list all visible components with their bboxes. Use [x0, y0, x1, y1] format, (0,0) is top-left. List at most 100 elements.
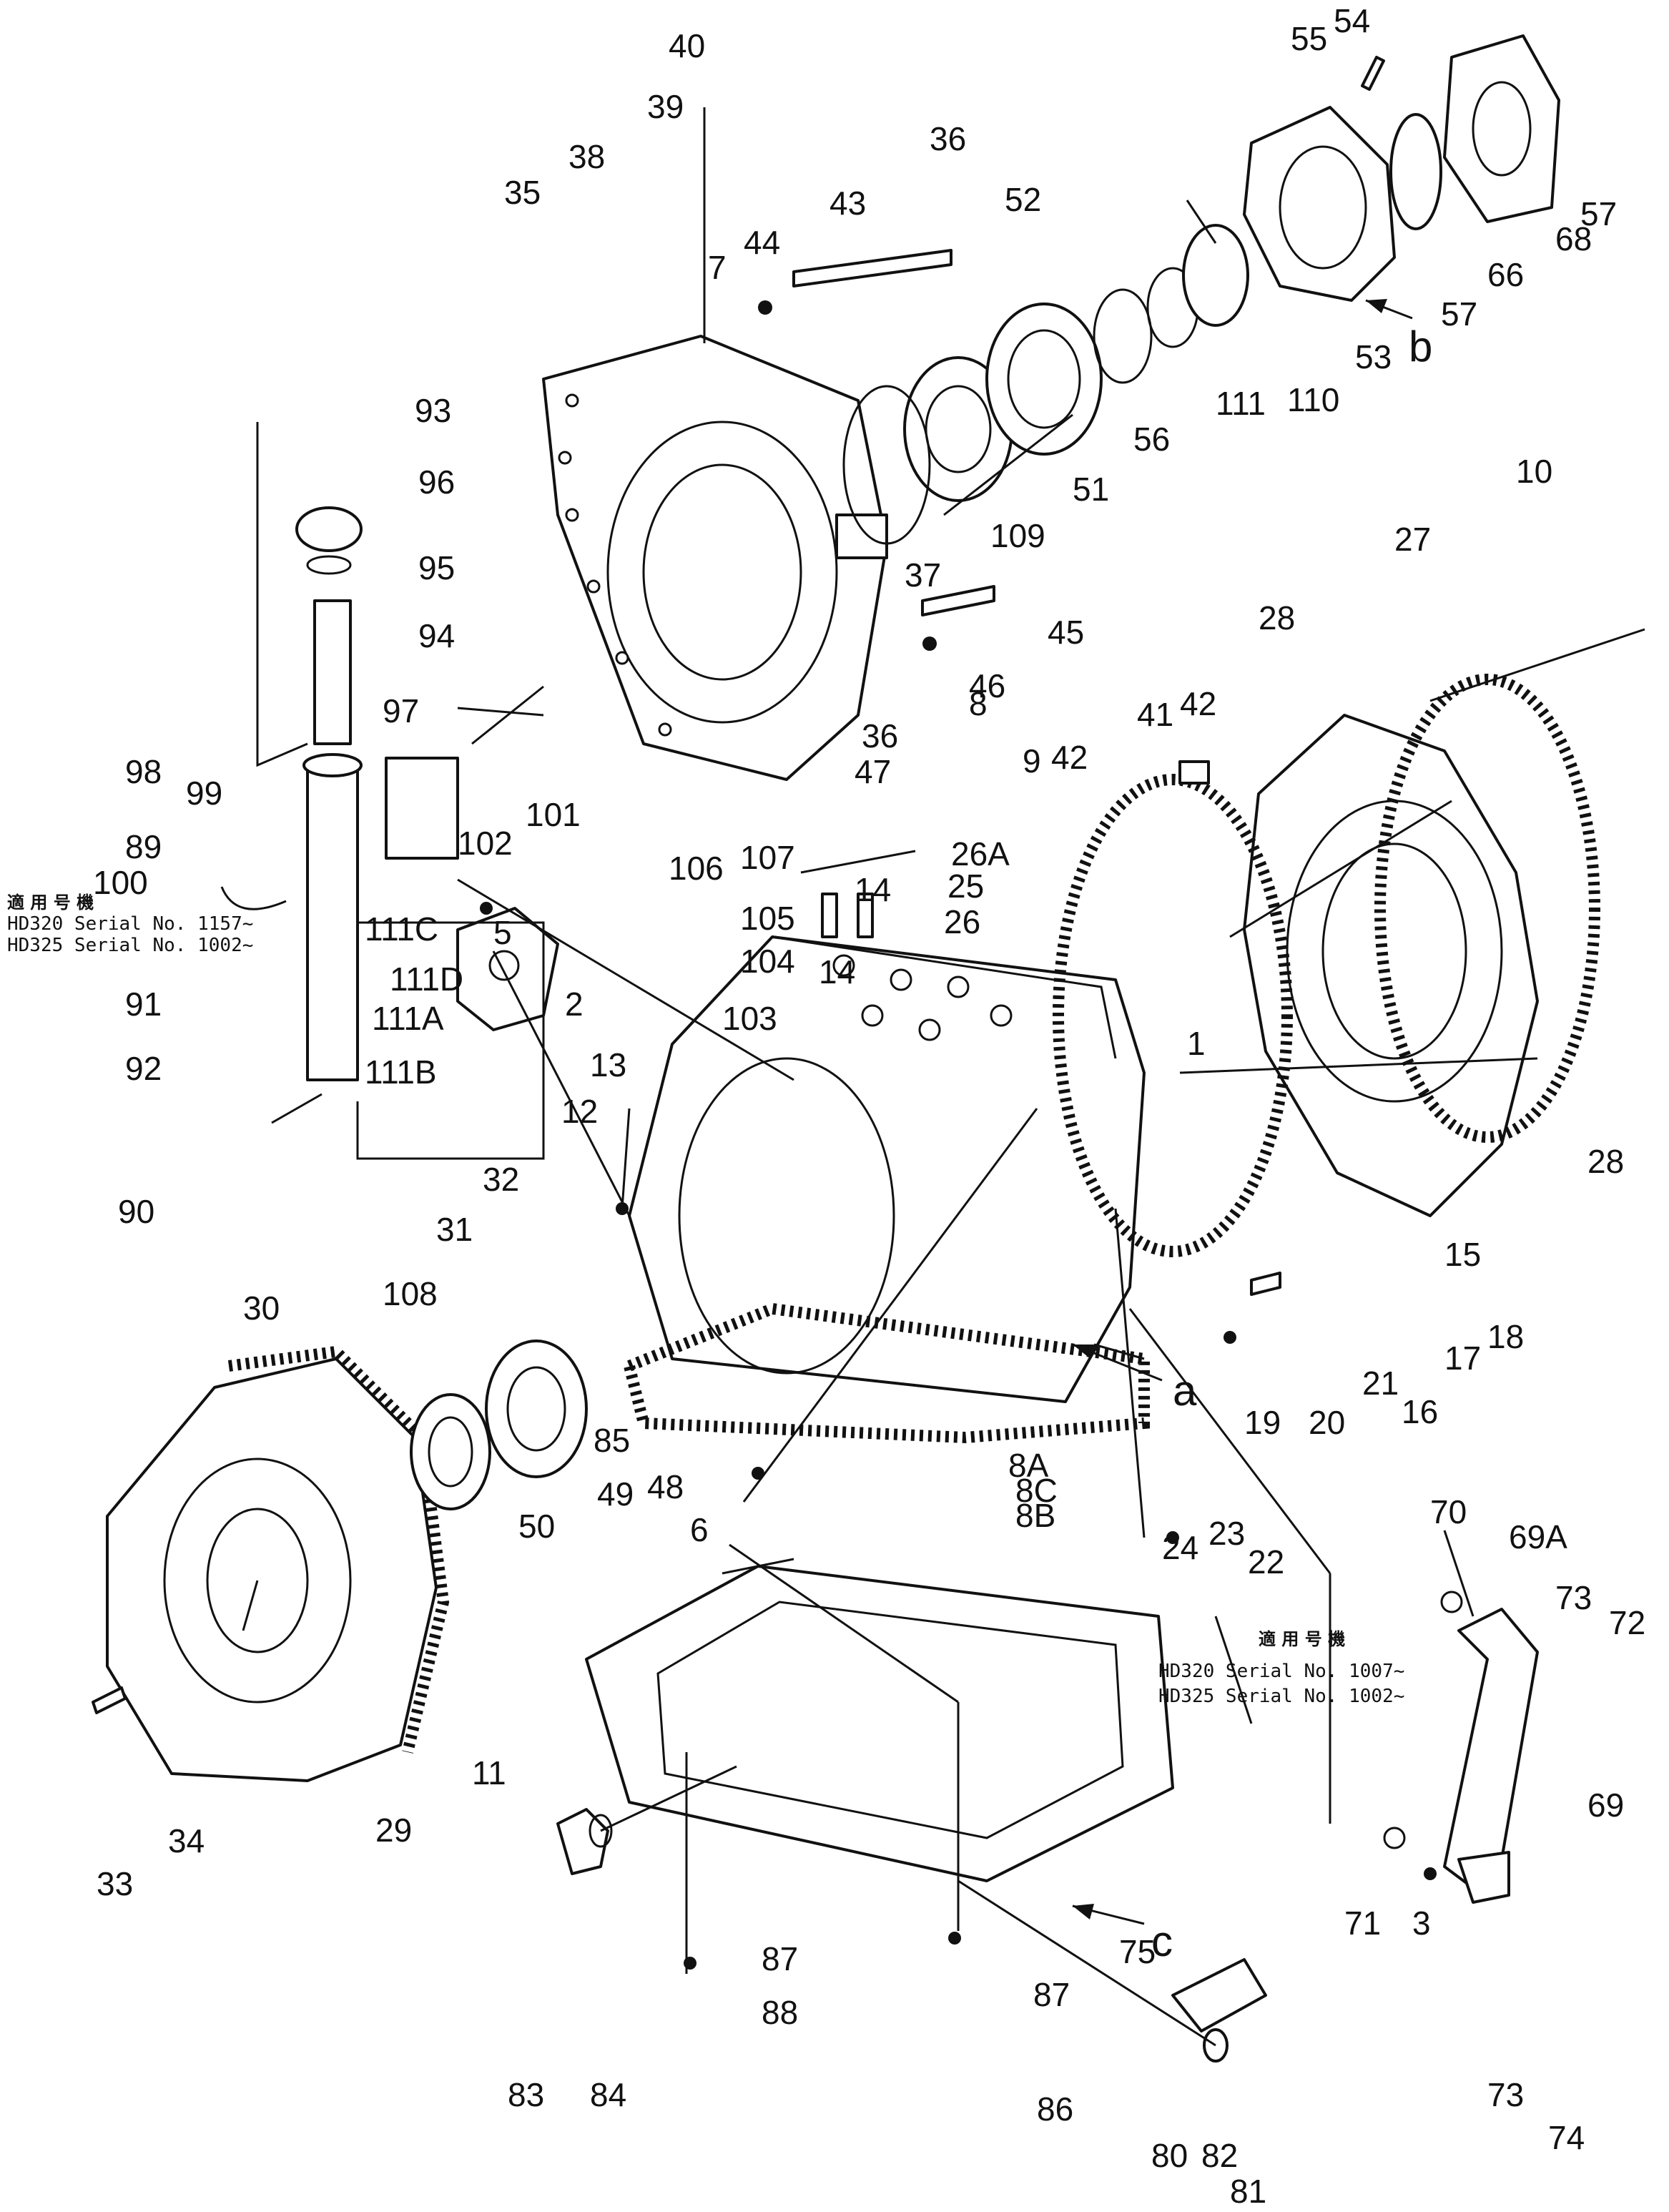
note-line: HD325 Serial No. 1002~ — [7, 935, 253, 956]
fasteners — [92, 56, 1437, 1970]
callout-label: 31 — [436, 1211, 473, 1248]
callout-label: 72 — [1609, 1604, 1645, 1641]
callout-label: 38 — [568, 138, 605, 175]
main-transmission-case — [628, 935, 1146, 1403]
callout-label: 3 — [1412, 1904, 1431, 1942]
callout-label: 88 — [762, 1994, 798, 2031]
callout-label: 36 — [862, 717, 898, 754]
callout-label: 28 — [1259, 599, 1295, 636]
callout-label: 46 — [969, 667, 1005, 704]
callout-label: 70 — [1430, 1493, 1467, 1530]
callout-label: 87 — [1033, 1976, 1070, 2013]
callout-label: 73 — [1555, 1579, 1592, 1616]
front-housing — [542, 335, 888, 781]
view-markers: a b c — [1072, 299, 1432, 1965]
callout-label: 98 — [125, 753, 162, 790]
view-marker-b: b — [1409, 323, 1432, 370]
note-line: HD325 Serial No. 1002~ — [1158, 1686, 1404, 1707]
callout-label: 40 — [669, 27, 705, 64]
callout-label: 33 — [97, 1865, 133, 1902]
callout-label: 57 — [1580, 195, 1617, 232]
callout-label: 45 — [1048, 614, 1084, 651]
leader-lines — [242, 107, 1645, 2047]
callout-label: 71 — [1344, 1904, 1381, 1942]
callout-label: 47 — [855, 753, 891, 790]
callout-label: 91 — [125, 985, 162, 1023]
callout-label: 23 — [1208, 1515, 1245, 1552]
note-line: HD320 Serial No. 1157~ — [7, 913, 253, 935]
callout-label: 89 — [125, 828, 162, 865]
callout-label: 103 — [722, 1000, 777, 1037]
callout-label: 43 — [829, 185, 866, 222]
callout-label: 32 — [483, 1161, 519, 1198]
callout-label: 5 — [493, 914, 512, 951]
callout-label: 26 — [944, 903, 980, 940]
bearing-parts — [410, 224, 1249, 1510]
callout-label: 28 — [1587, 1143, 1624, 1180]
callout-label: 107 — [740, 839, 795, 876]
callout-label: 6 — [690, 1511, 709, 1548]
callout-label: 92 — [125, 1050, 162, 1087]
callout-label: 99 — [186, 775, 222, 812]
callout-label: 110 — [1287, 381, 1339, 418]
filler-tube-assembly — [220, 422, 363, 1081]
callout-label: 93 — [415, 392, 451, 429]
callout-label: 11 — [472, 1754, 506, 1791]
callout-label: 109 — [990, 517, 1045, 554]
callout-label: 8 — [969, 685, 988, 722]
callout-label: 74 — [1548, 2119, 1585, 2156]
callout-label: 100 — [93, 864, 148, 901]
callout-label: 66 — [1487, 256, 1524, 293]
callout-label: 21 — [1362, 1365, 1399, 1402]
callout-label: 2 — [565, 985, 584, 1023]
callout-label: 111D — [390, 960, 463, 998]
callout-label: 14 — [855, 871, 891, 908]
callout-label: 20 — [1309, 1404, 1345, 1441]
callout-label: 94 — [418, 617, 455, 654]
callout-label: 84 — [590, 2076, 626, 2113]
callout-label: 8B — [1015, 1497, 1055, 1534]
callout-label: 68 — [1555, 220, 1592, 257]
callout-label: 17 — [1444, 1340, 1481, 1377]
callout-label: 83 — [508, 2076, 544, 2113]
callout-label: 81 — [1230, 2173, 1266, 2210]
front-cover — [106, 1345, 450, 1782]
callout-label: 69A — [1509, 1518, 1567, 1555]
callout-label: 105 — [740, 900, 795, 937]
callout-label: 14 — [819, 953, 855, 991]
callout-label: 97 — [383, 692, 419, 729]
callout-label: 25 — [947, 867, 984, 905]
callout-label: 35 — [504, 174, 541, 211]
callout-label: 44 — [744, 224, 780, 261]
callout-label: 75 — [1119, 1933, 1156, 1970]
callout-label: 18 — [1487, 1318, 1524, 1355]
callout-label: 7 — [708, 249, 727, 286]
callout-label: 42 — [1051, 739, 1088, 776]
callout-label: 53 — [1355, 338, 1392, 375]
callout-label: 55 — [1291, 20, 1327, 57]
callout-label: 24 — [1162, 1529, 1198, 1566]
view-marker-c: c — [1151, 1917, 1173, 1965]
callout-label: 15 — [1444, 1236, 1481, 1273]
callout-label: 96 — [418, 463, 455, 501]
callout-label: 30 — [243, 1289, 280, 1327]
callout-label: 34 — [168, 1822, 205, 1859]
callout-label: 26A — [951, 835, 1010, 872]
callout-label: 16 — [1402, 1393, 1438, 1430]
note-line: HD320 Serial No. 1007~ — [1158, 1661, 1404, 1682]
callout-label: 111 — [1216, 385, 1266, 422]
output-cover — [1243, 34, 1560, 302]
callout-label: 86 — [1037, 2090, 1073, 2128]
callout-label: 36 — [930, 120, 966, 157]
callout-label: 90 — [118, 1193, 154, 1230]
callout-label: 10 — [1516, 453, 1552, 490]
callout-label: 41 — [1137, 696, 1173, 733]
callout-label: 8A — [1008, 1447, 1049, 1484]
callout-label: 95 — [418, 549, 455, 586]
callout-label: 106 — [669, 850, 724, 887]
callout-label: 82 — [1201, 2137, 1238, 2174]
serial-note-left: 適 用 号 機 HD320 Serial No. 1157~ HD325 Ser… — [7, 893, 253, 956]
callout-label: 49 — [597, 1475, 634, 1513]
rear-housing — [1053, 674, 1600, 1257]
callout-label: 80 — [1151, 2137, 1188, 2174]
